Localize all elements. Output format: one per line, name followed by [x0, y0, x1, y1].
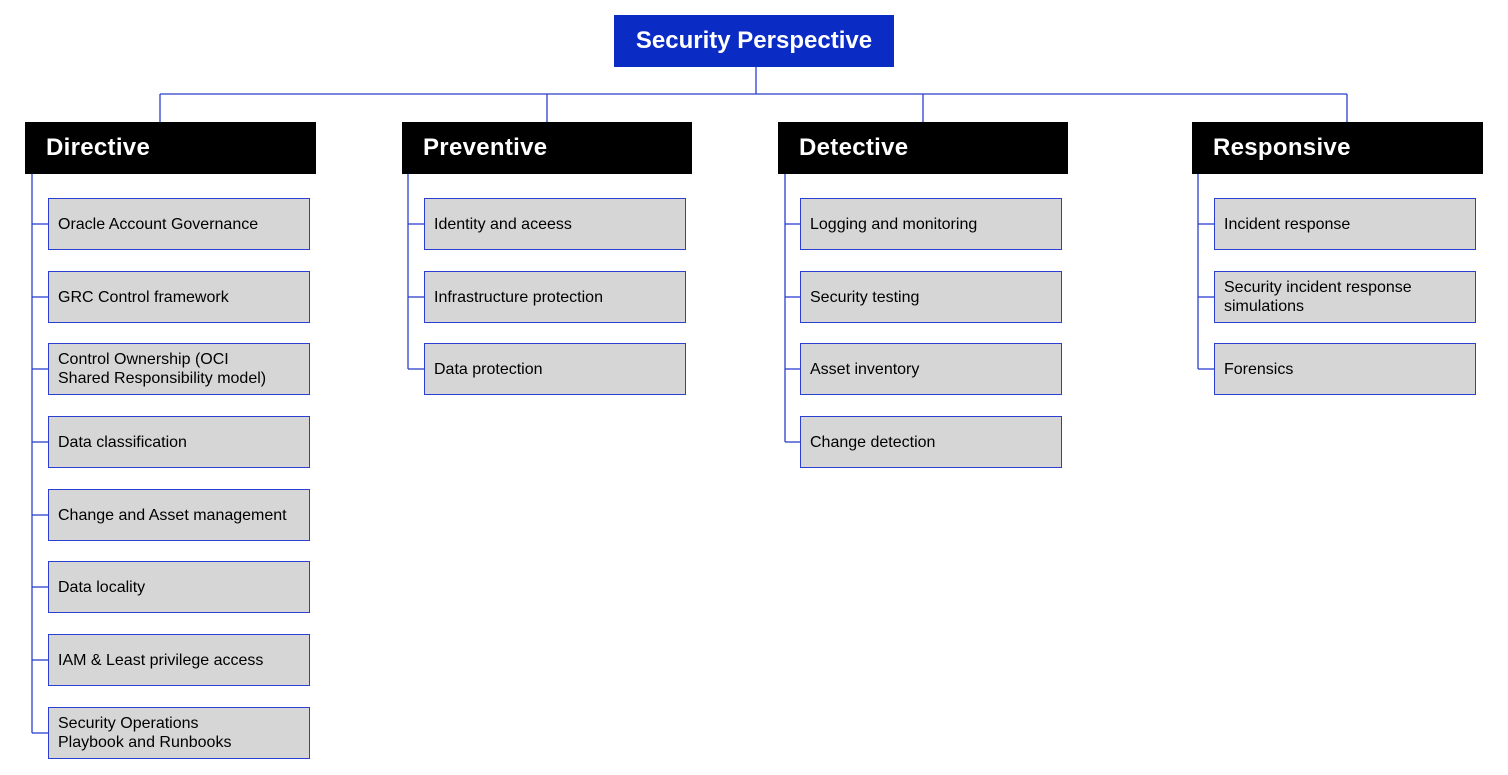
item-label: Infrastructure protection: [434, 288, 603, 306]
category-detective: Detective: [778, 122, 1068, 174]
item-label: Security testing: [810, 288, 920, 306]
item-identity-and-access: Identity and aceess: [424, 198, 686, 250]
item-change-and-asset-management: Change and Asset management: [48, 489, 310, 541]
root-node-security-perspective: Security Perspective: [614, 15, 894, 67]
item-grc-control-framework: GRC Control framework: [48, 271, 310, 323]
category-label: Responsive: [1213, 134, 1351, 161]
item-asset-inventory: Asset inventory: [800, 343, 1062, 395]
root-node-label: Security Perspective: [635, 27, 873, 54]
item-security-testing: Security testing: [800, 271, 1062, 323]
category-directive: Directive: [25, 122, 316, 174]
category-label: Preventive: [423, 134, 548, 161]
item-label: Control Ownership (OCI Shared Responsibi…: [58, 351, 267, 387]
item-label: Change and Asset management: [58, 506, 287, 524]
item-iam-least-privilege: IAM & Least privilege access: [48, 634, 310, 686]
item-label: Forensics: [1224, 360, 1294, 378]
item-label: Oracle Account Governance: [58, 215, 259, 233]
item-label: Security incident response simulations: [1224, 279, 1412, 315]
item-oracle-account-governance: Oracle Account Governance: [48, 198, 310, 250]
item-label: Asset inventory: [810, 360, 920, 378]
item-label: GRC Control framework: [58, 288, 229, 306]
item-forensics: Forensics: [1214, 343, 1476, 395]
item-label: Data classification: [58, 433, 187, 451]
item-data-protection: Data protection: [424, 343, 686, 395]
item-security-operations-playbook: Security Operations Playbook and Runbook…: [48, 707, 310, 759]
item-security-incident-response-simulations: Security incident response simulations: [1214, 271, 1476, 323]
item-label: Change detection: [810, 433, 936, 451]
item-label: Data protection: [434, 360, 543, 378]
item-label: Incident response: [1224, 215, 1351, 233]
item-label: IAM & Least privilege access: [58, 651, 264, 669]
item-label: Data locality: [58, 578, 146, 596]
item-infrastructure-protection: Infrastructure protection: [424, 271, 686, 323]
item-label: Logging and monitoring: [810, 215, 978, 233]
category-preventive: Preventive: [402, 122, 692, 174]
item-data-locality: Data locality: [48, 561, 310, 613]
item-incident-response: Incident response: [1214, 198, 1476, 250]
item-label: Identity and aceess: [434, 215, 572, 233]
item-control-ownership: Control Ownership (OCI Shared Responsibi…: [48, 343, 310, 395]
item-label: Security Operations Playbook and Runbook…: [58, 715, 232, 751]
category-label: Directive: [46, 134, 151, 161]
item-data-classification: Data classification: [48, 416, 310, 468]
item-change-detection: Change detection: [800, 416, 1062, 468]
category-responsive: Responsive: [1192, 122, 1483, 174]
item-logging-and-monitoring: Logging and monitoring: [800, 198, 1062, 250]
category-label: Detective: [799, 134, 909, 161]
